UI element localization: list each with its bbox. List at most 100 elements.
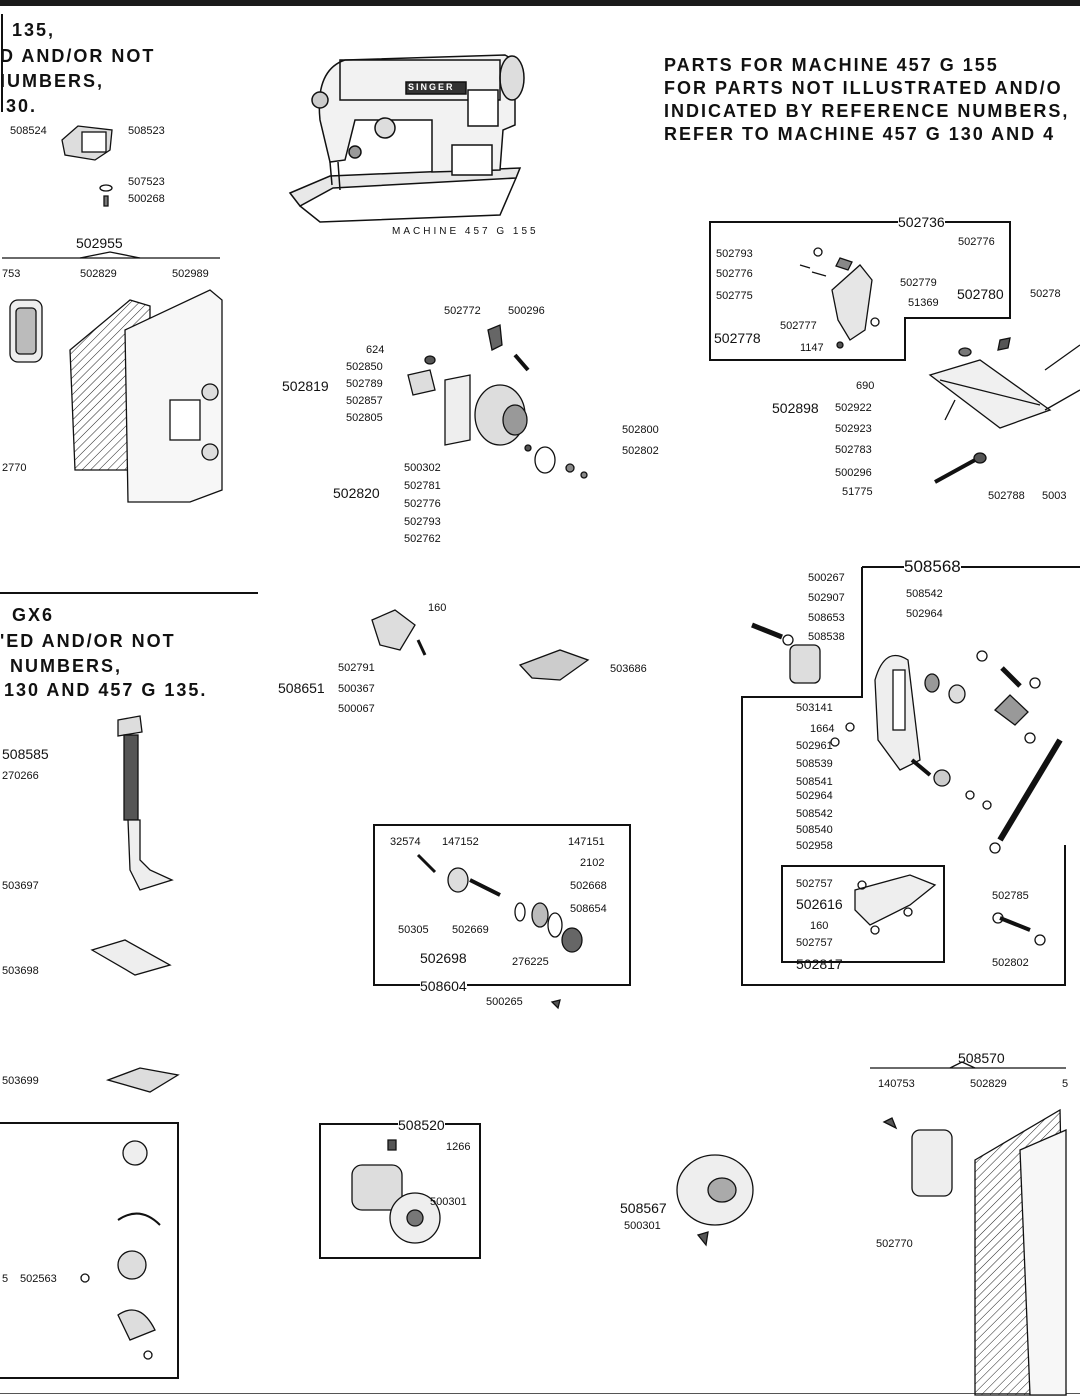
machine-caption: MACHINE 457 G 155 — [392, 226, 539, 237]
right-header-line-4: REFER TO MACHINE 457 G 130 AND 4 — [664, 124, 1056, 144]
part-label: 508653 — [808, 612, 845, 624]
group-label: 508567 — [620, 1200, 667, 1216]
part-label: 502805 — [346, 412, 383, 424]
part-label: 1147 — [800, 342, 824, 354]
part-label: 503686 — [610, 663, 647, 675]
left-header-line-2: D AND/OR NOT — [0, 46, 156, 66]
part-label: 500296 — [508, 305, 545, 317]
right-header-line-2: FOR PARTS NOT ILLUSTRATED AND/O — [664, 78, 1063, 98]
part-label: 502669 — [452, 924, 489, 936]
bottom-rule — [0, 1393, 1080, 1394]
part-label: 508538 — [808, 631, 845, 643]
right-header-line-3: INDICATED BY REFERENCE NUMBERS, — [664, 101, 1070, 121]
right-header-line-1: PARTS FOR MACHINE 457 G 155 — [664, 55, 999, 75]
face-plate-group-2 — [882, 1108, 1067, 1396]
part-label: 502776 — [404, 498, 441, 510]
part-label: 502757 — [796, 878, 833, 890]
clamp-part — [854, 874, 1046, 946]
part-label: 140753 — [878, 1078, 915, 1090]
part-label: 502964 — [796, 790, 833, 802]
part-label: 502789 — [346, 378, 383, 390]
hook-parts — [80, 1140, 161, 1360]
group-label: 502955 — [76, 235, 123, 251]
part-label: 500301 — [430, 1196, 467, 1208]
part-label: 690 — [856, 380, 875, 392]
part-label: 5 — [1062, 1078, 1069, 1090]
left-mid-header-line-2: 'ED AND/OR NOT — [0, 631, 176, 651]
left-header-line-4: 30. — [6, 96, 38, 116]
part-label: 502777 — [780, 320, 817, 332]
part-label: 502770 — [876, 1238, 913, 1250]
part-label: 502791 — [338, 662, 375, 674]
group-label: 502616 — [796, 896, 843, 912]
group-label: 502780 — [957, 286, 1004, 302]
part-label: 160 — [810, 920, 829, 932]
part-label: 502923 — [835, 423, 872, 435]
part-label: 502772 — [444, 305, 481, 317]
part-label: 1664 — [810, 723, 835, 735]
gear-set — [351, 1139, 441, 1244]
top-rule — [0, 0, 1080, 6]
part-label: 500296 — [835, 467, 872, 479]
part-label: 502785 — [992, 890, 1029, 902]
part-label: 502961 — [796, 740, 833, 752]
group-label: 502778 — [714, 330, 761, 346]
part-label: 502802 — [992, 957, 1029, 969]
part-label: 500267 — [808, 572, 845, 584]
part-label: 502779 — [900, 277, 937, 289]
part-label: 502563 — [20, 1273, 57, 1285]
tension-mechanism — [407, 324, 588, 479]
part-label: 2770 — [2, 462, 27, 474]
tension-assembly — [416, 853, 583, 1010]
part-label: 160 — [428, 602, 447, 614]
part-label: 500265 — [486, 996, 523, 1008]
part-label: 500367 — [338, 683, 375, 695]
group-label: 502817 — [796, 956, 843, 972]
part-label: 502922 — [835, 402, 872, 414]
part-label: 753 — [2, 268, 21, 280]
part-label: 502793 — [404, 516, 441, 528]
left-header-line-3: IUMBERS, — [0, 71, 105, 91]
part-label: 502668 — [570, 880, 607, 892]
part-label: 508654 — [570, 903, 607, 915]
part-label: 503698 — [2, 965, 39, 977]
feed-bar-assembly — [928, 337, 1080, 484]
group-label: 502736 — [898, 214, 945, 230]
part-label: 502776 — [716, 268, 753, 280]
part-label: 147152 — [442, 836, 479, 848]
group-label: 502698 — [420, 950, 467, 966]
lever-assembly — [751, 622, 1063, 854]
presser-foot-assembly — [90, 715, 180, 1093]
part-label: 51775 — [842, 486, 873, 498]
part-label: 32574 — [390, 836, 421, 848]
group-label: 508570 — [958, 1050, 1005, 1066]
part-label: 502776 — [958, 236, 995, 248]
part-label: 1266 — [446, 1141, 471, 1153]
part-label: 502989 — [172, 268, 209, 280]
part-label: 500301 — [624, 1220, 661, 1232]
part-label: 276225 — [512, 956, 549, 968]
part-label: 50278 — [1030, 288, 1061, 300]
part-label: 502958 — [796, 840, 833, 852]
part-label: 502800 — [622, 424, 659, 436]
left-header-line-1: 135, — [12, 20, 56, 40]
left-mid-header-line-4: 130 AND 457 G 135. — [4, 680, 208, 700]
part-label: 500268 — [128, 193, 165, 205]
part-label: 502829 — [80, 268, 117, 280]
part-label: 503141 — [796, 702, 833, 714]
part-label: 508539 — [796, 758, 833, 770]
part-label: 624 — [366, 344, 385, 356]
part-label: 502757 — [796, 937, 833, 949]
part-label: 5 — [2, 1273, 9, 1285]
group-label: 502898 — [772, 400, 819, 416]
sewing-machine-illustration — [288, 54, 525, 223]
bracket-part — [61, 125, 113, 207]
part-label: 508541 — [796, 776, 833, 788]
machine-badge: SINGER — [408, 82, 455, 92]
part-label: 500302 — [404, 462, 441, 474]
part-label: 508540 — [796, 824, 833, 836]
part-label: 508542 — [796, 808, 833, 820]
part-label: 502857 — [346, 395, 383, 407]
group-label: 508585 — [2, 746, 49, 762]
